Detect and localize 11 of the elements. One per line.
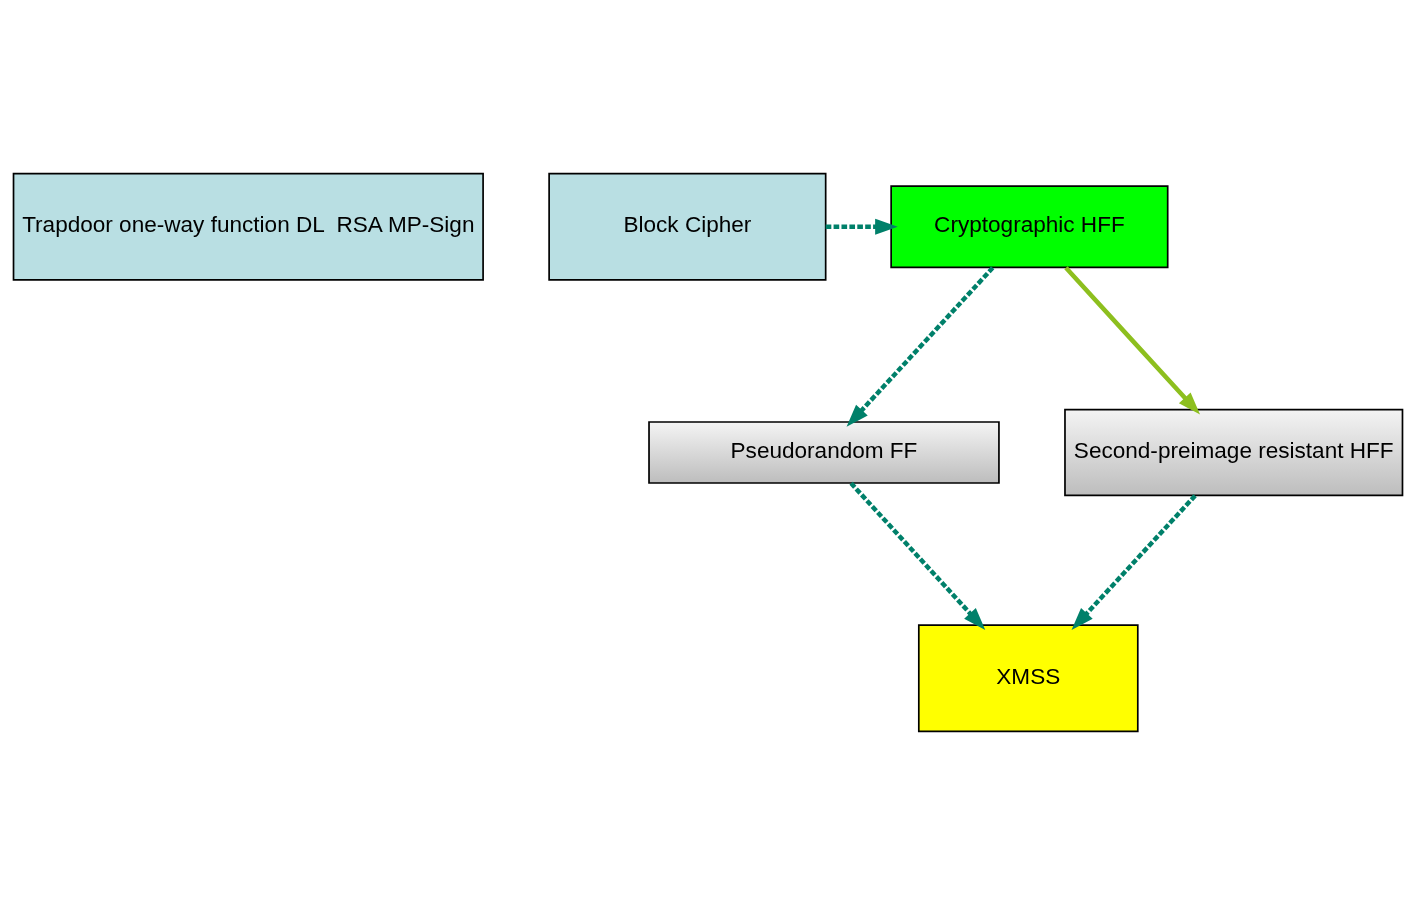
node-box: Second-preimage resistant HFF	[1063, 408, 1403, 496]
node-box: Cryptographic HFF	[889, 184, 1169, 268]
node-box: Trapdoor one-way function DL RSA MP-Sign	[12, 172, 484, 281]
node-box: XMSS	[917, 623, 1139, 732]
arrow	[1063, 265, 1200, 415]
arrow	[825, 218, 898, 235]
arrow	[1071, 493, 1197, 630]
node-box: Pseudorandom FF	[647, 420, 1000, 484]
arrow	[848, 481, 985, 630]
arrow	[846, 265, 994, 427]
node-box: Block Cipher	[547, 172, 827, 281]
